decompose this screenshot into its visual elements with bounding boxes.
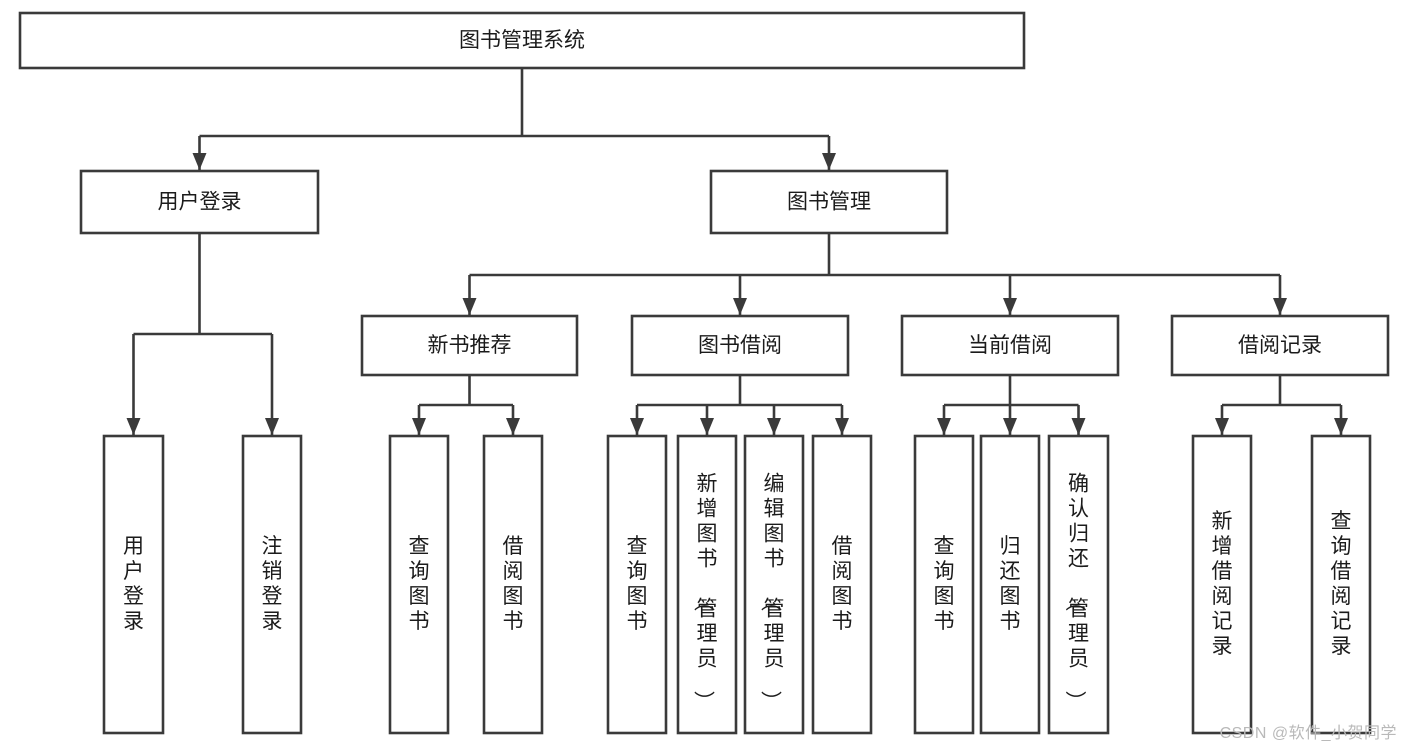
node-label-leaf-query-book-3: 查询图书 <box>934 535 955 633</box>
node-label-current-borrow: 当前借阅 <box>968 334 1052 357</box>
node-leaf-add-record[interactable]: 新增借阅记录 <box>1191 434 1253 735</box>
node-box-leaf-user-login <box>102 434 165 735</box>
arrow-head-icon <box>192 153 207 170</box>
node-box-book-borrow <box>630 314 850 377</box>
node-box-borrow-record <box>1170 314 1390 377</box>
node-leaf-user-login[interactable]: 用户登录 <box>102 434 165 735</box>
arrow-head-icon <box>1273 298 1287 315</box>
node-box-leaf-add-record <box>1191 434 1253 735</box>
edge-group-borrow-record <box>1215 375 1348 435</box>
node-borrow-record[interactable]: 借阅记录 <box>1170 314 1390 377</box>
arrow-head-icon <box>1334 418 1348 435</box>
node-label-root: 图书管理系统 <box>459 29 585 52</box>
node-box-new-book-recommend <box>360 314 579 377</box>
arrow-head-icon <box>767 418 781 435</box>
node-leaf-query-record[interactable]: 查询借阅记录 <box>1310 434 1372 735</box>
node-leaf-borrow-book-2[interactable]: 借阅图书 <box>811 434 873 735</box>
edge-group-root <box>192 68 836 170</box>
node-leaf-return-book[interactable]: 归还图书 <box>979 434 1041 735</box>
edge-group-book-manage <box>462 233 1287 315</box>
arrow-head-icon <box>1003 418 1017 435</box>
node-box-root <box>18 11 1026 70</box>
arrow-head-icon <box>733 298 747 315</box>
arrow-head-icon <box>937 418 951 435</box>
node-leaf-query-book-3[interactable]: 查询图书 <box>913 434 975 735</box>
node-box-leaf-add-book <box>676 434 738 735</box>
node-label-leaf-confirm-return: 确认归还（管理员） <box>1063 473 1089 712</box>
node-box-current-borrow <box>900 314 1120 377</box>
node-box-leaf-borrow-book-2 <box>811 434 873 735</box>
node-box-leaf-confirm-return <box>1047 434 1110 735</box>
node-current-borrow[interactable]: 当前借阅 <box>900 314 1120 377</box>
node-label-user-login: 用户登录 <box>158 191 242 214</box>
node-leaf-confirm-return[interactable]: 确认归还（管理员） <box>1047 434 1110 735</box>
node-leaf-query-book-1[interactable]: 查询图书 <box>388 434 450 735</box>
edge-group-current-borrow <box>937 375 1086 435</box>
node-label-leaf-logout: 注销登录 <box>262 535 283 633</box>
node-box-leaf-query-book-3 <box>913 434 975 735</box>
node-label-book-manage: 图书管理 <box>787 191 871 214</box>
node-label-borrow-record: 借阅记录 <box>1238 334 1322 357</box>
node-label-leaf-query-record: 查询借阅记录 <box>1331 510 1352 658</box>
node-leaf-query-book-2[interactable]: 查询图书 <box>606 434 668 735</box>
node-label-leaf-return-book: 归还图书 <box>1000 535 1021 633</box>
arrow-head-icon <box>1003 298 1017 315</box>
node-box-leaf-query-book-2 <box>606 434 668 735</box>
arrow-head-icon <box>412 418 426 435</box>
node-root[interactable]: 图书管理系统 <box>18 11 1026 70</box>
arrow-head-icon <box>1215 418 1229 435</box>
nodes-layer: 图书管理系统用户登录图书管理新书推荐图书借阅当前借阅借阅记录用户登录注销登录查询… <box>18 11 1390 735</box>
node-label-leaf-query-book-2: 查询图书 <box>627 535 648 633</box>
edge-group-new-book-recommend <box>412 375 520 435</box>
node-box-leaf-query-record <box>1310 434 1372 735</box>
arrow-head-icon <box>506 418 520 435</box>
node-box-user-login <box>79 169 320 235</box>
connectors-layer <box>126 68 1348 435</box>
node-box-book-manage <box>709 169 949 235</box>
arrow-head-icon <box>126 418 141 435</box>
arrow-head-icon <box>700 418 714 435</box>
node-label-leaf-query-book-1: 查询图书 <box>409 535 430 633</box>
node-book-borrow[interactable]: 图书借阅 <box>630 314 850 377</box>
watermark-text: CSDN @软件_小贺同学 <box>1219 725 1397 742</box>
node-leaf-add-book[interactable]: 新增图书（管理员） <box>676 434 738 735</box>
node-leaf-logout[interactable]: 注销登录 <box>241 434 303 735</box>
node-label-new-book-recommend: 新书推荐 <box>428 334 512 357</box>
node-book-manage[interactable]: 图书管理 <box>709 169 949 235</box>
node-box-leaf-edit-book <box>743 434 805 735</box>
node-label-leaf-add-record: 新增借阅记录 <box>1212 510 1233 658</box>
node-label-leaf-borrow-book-2: 借阅图书 <box>832 535 853 633</box>
node-label-leaf-edit-book: 编辑图书（管理员） <box>759 473 785 712</box>
node-user-login[interactable]: 用户登录 <box>79 169 320 235</box>
node-label-book-borrow: 图书借阅 <box>698 334 782 357</box>
edge-group-book-borrow <box>630 375 849 435</box>
node-label-leaf-user-login: 用户登录 <box>123 535 144 633</box>
node-box-leaf-borrow-book-1 <box>482 434 544 735</box>
node-box-leaf-return-book <box>979 434 1041 735</box>
arrow-head-icon <box>835 418 849 435</box>
arrow-head-icon <box>462 298 477 315</box>
edge-group-user-login <box>126 233 279 435</box>
node-label-leaf-add-book: 新增图书（管理员） <box>692 473 718 712</box>
arrow-head-icon <box>265 418 279 435</box>
node-leaf-edit-book[interactable]: 编辑图书（管理员） <box>743 434 805 735</box>
arrow-head-icon <box>630 418 644 435</box>
node-new-book-recommend[interactable]: 新书推荐 <box>360 314 579 377</box>
node-box-leaf-query-book-1 <box>388 434 450 735</box>
node-box-leaf-logout <box>241 434 303 735</box>
node-leaf-borrow-book-1[interactable]: 借阅图书 <box>482 434 544 735</box>
arrow-head-icon <box>1071 418 1086 435</box>
node-label-leaf-borrow-book-1: 借阅图书 <box>503 535 524 633</box>
arrow-head-icon <box>822 153 836 170</box>
